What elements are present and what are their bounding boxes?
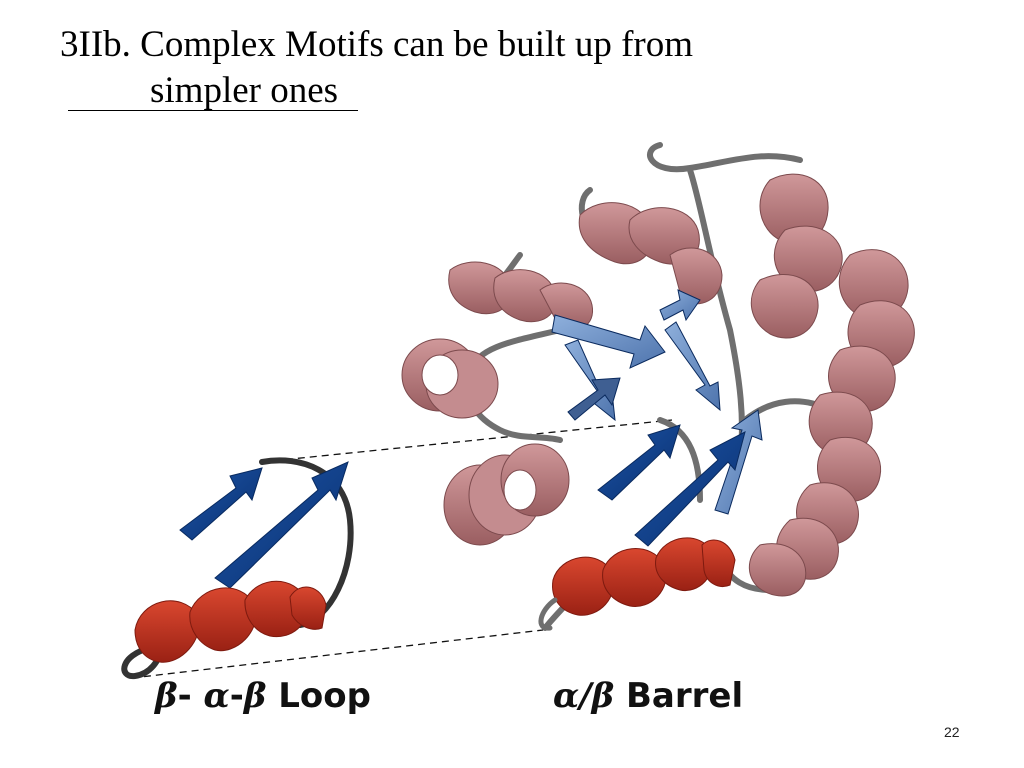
barrel-strand-light-1 xyxy=(551,314,666,369)
barrel-strand-light-4 xyxy=(664,321,721,412)
alpha-beta-barrel-structure xyxy=(401,142,915,631)
label-sep-1: - xyxy=(177,676,204,716)
label-slash: / xyxy=(579,676,592,716)
page-number: 22 xyxy=(944,724,960,740)
connector-line-top xyxy=(261,419,673,463)
title-line-2: simpler ones xyxy=(150,70,339,111)
beta-alpha-beta-loop-label: β- α-β Loop xyxy=(155,676,371,716)
barrel-strand-light-6 xyxy=(714,409,763,515)
connector-lines xyxy=(131,419,673,679)
label-beta-1: β xyxy=(155,676,178,716)
left-beta-strand-2 xyxy=(214,461,349,589)
barrel-strand-light-5 xyxy=(659,289,701,322)
connector-line-bottom xyxy=(131,629,544,679)
title-underline xyxy=(68,110,358,111)
barrel-pink-helices xyxy=(401,173,915,597)
beta-alpha-beta-loop-structure xyxy=(121,457,354,680)
slide-title: 3IIb. Complex Motifs can be built up fro… xyxy=(60,22,693,114)
label-barrel-word: Barrel xyxy=(626,676,744,716)
label-beta-right: β xyxy=(591,676,615,716)
barrel-red-helix-tail xyxy=(538,597,558,631)
label-loop-word: Loop xyxy=(278,676,371,716)
label-alpha-right: α xyxy=(553,676,580,716)
label-sep-2: - xyxy=(229,676,244,716)
protein-structure-figure xyxy=(121,142,915,680)
title-line-1: 3IIb. Complex Motifs can be built up fro… xyxy=(60,24,694,65)
barrel-strand-dark-2 xyxy=(634,431,746,547)
barrel-strand-dark-1 xyxy=(597,424,681,501)
label-alpha: α xyxy=(203,676,230,716)
barrel-strand-light-3 xyxy=(567,377,621,421)
left-alpha-helix xyxy=(134,580,327,663)
left-beta-strand-1 xyxy=(179,467,263,541)
barrel-beta-strands xyxy=(551,289,763,547)
label-beta-2: β xyxy=(243,676,267,716)
barrel-red-helix xyxy=(552,537,736,616)
alpha-beta-barrel-label: α/β Barrel xyxy=(553,676,743,716)
